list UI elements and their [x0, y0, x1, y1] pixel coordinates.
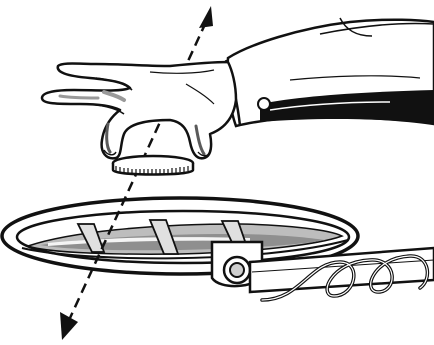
hand-holding-coin: [42, 18, 434, 158]
coin: [113, 156, 193, 175]
